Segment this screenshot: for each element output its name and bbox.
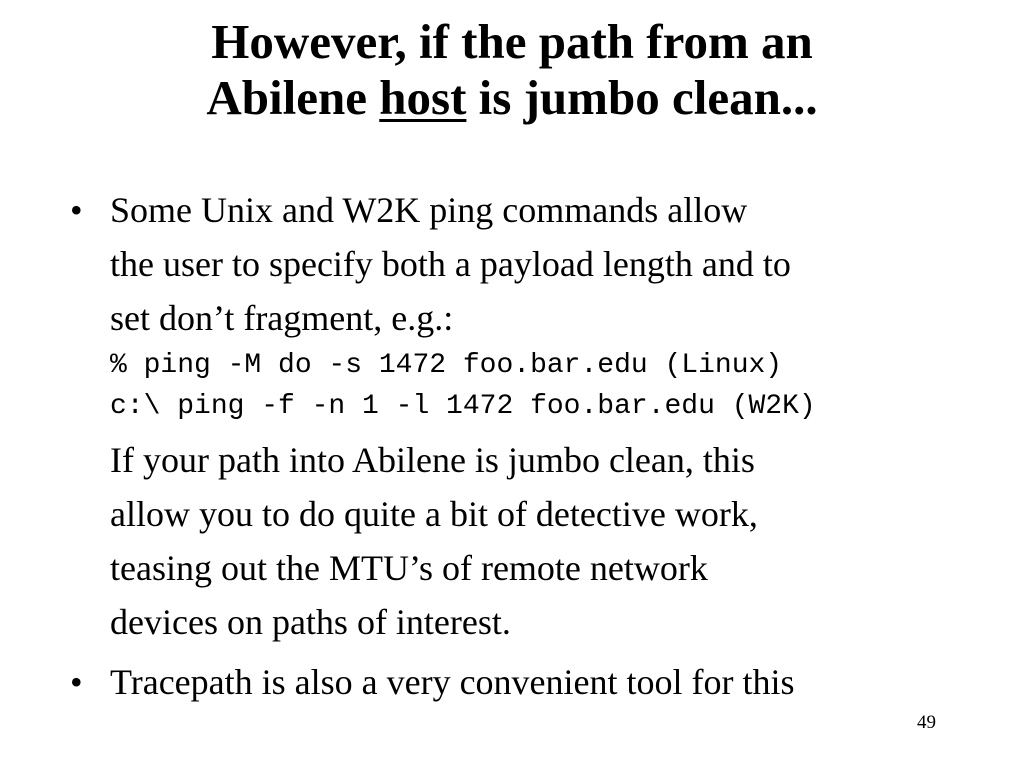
code-examples: % ping -M do -s 1472 foo.bar.edu (Linux)… (110, 345, 990, 427)
title-line-1: However, if the path from an (211, 14, 813, 69)
code-line-linux: % ping -M do -s 1472 foo.bar.edu (Linux) (110, 350, 783, 381)
bullet-text-line: allow you to do quite a bit of detective… (110, 494, 758, 534)
bullet-text-line: set don’t fragment, e.g.: (110, 298, 454, 338)
slide-title: However, if the path from an Abilene hos… (40, 14, 984, 126)
title-line-2: Abilene host is jumbo clean... (40, 70, 984, 126)
bullet-dot: • (70, 190, 83, 230)
bullet-dot: • (70, 662, 83, 702)
bullet-item-ping-commands: • Some Unix and W2K ping commands allow … (70, 183, 990, 649)
bullet-text-line: If your path into Abilene is jumbo clean… (110, 440, 755, 480)
title-line-2-end: is jumbo clean... (466, 70, 818, 125)
code-line-w2k: c:\ ping -f -n 1 -l 1472 foo.bar.edu (W2… (110, 391, 816, 422)
bullet-text-line: Tracepath is also a very convenient tool… (110, 662, 795, 702)
page-number: 49 (917, 712, 936, 733)
bullet-text-line: the user to specify both a payload lengt… (110, 244, 791, 284)
title-line-2-start: Abilene (206, 70, 380, 125)
bullet-text-line: teasing out the MTU’s of remote network (110, 548, 708, 588)
bullet-text-line: Some Unix and W2K ping commands allow (110, 190, 748, 230)
title-emphasis-host: host (379, 70, 467, 125)
bullet-list: • Some Unix and W2K ping commands allow … (70, 183, 990, 709)
bullet-text-line: devices on paths of interest. (110, 602, 511, 642)
bullet-item-tracepath: • Tracepath is also a very convenient to… (70, 655, 990, 709)
